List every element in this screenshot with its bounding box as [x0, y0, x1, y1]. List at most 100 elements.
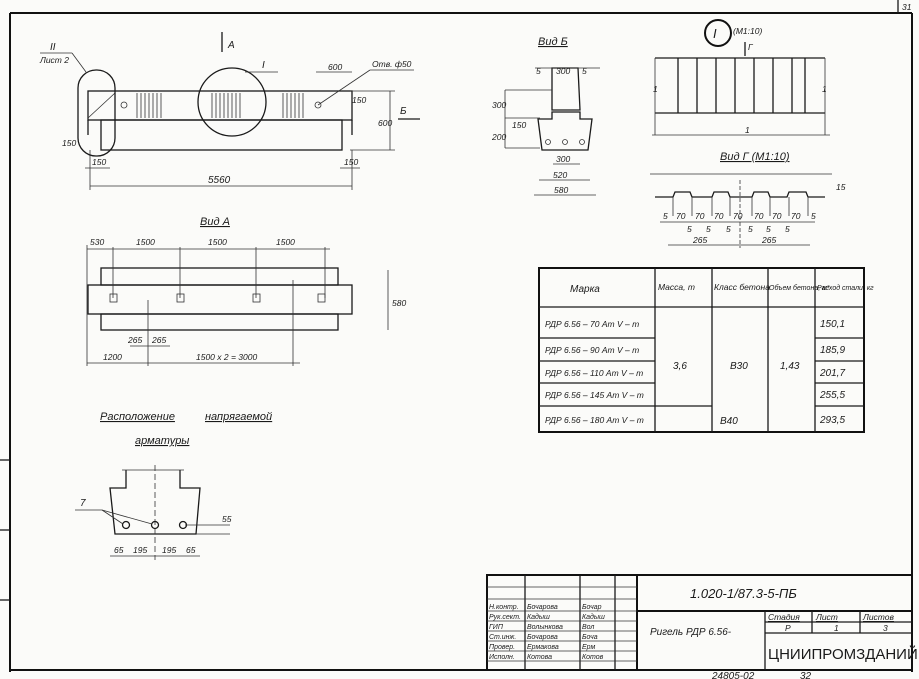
row-steel: 293,5 [819, 415, 845, 426]
dim: 600 [378, 118, 392, 128]
dim: 265 [127, 335, 142, 345]
mass-value: 3,6 [673, 361, 687, 372]
dim: 530 [90, 237, 104, 247]
row-mark: РДР 6.56 – 145 Ат V – т [545, 390, 644, 400]
signer-name: Котова [527, 654, 552, 661]
sheet-value: 1 [834, 623, 839, 633]
hole-note: Отв. ф50 [372, 59, 412, 69]
dim: 70 [714, 211, 724, 221]
hole-right [314, 101, 322, 109]
dim: 195 [162, 545, 176, 555]
section-mark: 1 [745, 125, 750, 135]
sheet-header: Лист [815, 612, 838, 622]
detail-i-circle [197, 67, 267, 137]
stage-value: Р [785, 623, 791, 633]
view-a-drawing [86, 245, 389, 366]
dim: 300 [492, 100, 506, 110]
dim: 55 [222, 514, 232, 524]
spec-table [538, 267, 865, 433]
row-steel: 201,7 [819, 368, 845, 379]
dim: 5 [785, 224, 790, 234]
section-mark: 1 [822, 84, 827, 94]
dim: 150 [352, 95, 366, 105]
dim: 1500 [136, 237, 155, 247]
dim: 5 [536, 66, 541, 76]
dim: 5 [726, 224, 731, 234]
view-g-title: Вид Г (М1:10) [720, 151, 790, 163]
callout-i: I [262, 60, 265, 71]
dim: 150 [92, 157, 106, 167]
signature: Бочар [582, 604, 602, 611]
doc-code: 1.020-1/87.3-5-ПБ [690, 586, 797, 601]
dim: 150 [62, 138, 76, 148]
signature: Боча [582, 634, 598, 641]
signer-name: Волынкова [527, 624, 563, 631]
dim: 265 [761, 235, 776, 245]
concrete-volume: 1,43 [780, 361, 800, 372]
row-mark: РДР 6.56 – 180 Ат V – т [545, 415, 644, 425]
view-a-arrow-label: А [227, 40, 235, 51]
signer-role: Ст.инж. [489, 634, 516, 641]
dim: 70 [754, 211, 764, 221]
signer-name: Ермакова [527, 644, 559, 651]
title-block [486, 574, 913, 671]
reinforcement-section [75, 465, 230, 560]
dim: 580 [392, 298, 406, 308]
signature: Кадыш [582, 613, 605, 621]
dim: 150 [344, 157, 358, 167]
overall-length-dim: 5560 [208, 175, 231, 186]
section-mark: 1 [653, 84, 658, 94]
callout-ii: II [50, 42, 56, 53]
dim: 520 [553, 170, 567, 180]
signer-role: Н.контр. [489, 604, 519, 611]
dim: 70 [676, 211, 686, 221]
signature: Вол [582, 624, 594, 631]
view-g-arrow: Г [748, 42, 754, 52]
dim: 265 [692, 235, 707, 245]
signer-role: Провер. [489, 644, 515, 651]
signer-name: Бочарова [527, 604, 558, 611]
view-b-title: Вид Б [538, 36, 568, 48]
dim: 5 [766, 224, 771, 234]
dim: 580 [554, 185, 568, 195]
sheets-header: Листов [862, 612, 895, 622]
detail-i-marker-label: I [713, 26, 717, 41]
detail-i-drawing [652, 42, 830, 136]
sheet-number: 31 [902, 2, 912, 12]
detail-i-scale: (М1:10) [733, 26, 762, 36]
dim: 5 [663, 211, 668, 221]
row-mark: РДР 6.56 – 70 Ат V – т [545, 319, 639, 329]
row-mark: РДР 6.56 – 90 Ат V – т [545, 345, 639, 355]
dim: 300 [556, 154, 570, 164]
row-steel: 185,9 [820, 345, 845, 356]
row-mark: РДР 6.56 – 110 Ат V – т [545, 368, 643, 378]
dim: 300 [556, 66, 570, 76]
dim: 70 [695, 211, 705, 221]
table-header-volume: Объем бетона, м³ [769, 284, 830, 292]
signer-name: Бочарова [527, 634, 558, 641]
sheets-value: 3 [883, 623, 888, 633]
dim: 200 [491, 132, 506, 142]
concrete-class-1: В30 [730, 361, 748, 372]
table-header-mass: Масса, т [658, 282, 695, 292]
dim: 1500 [208, 237, 227, 247]
reinforcement-title-1: Расположение [100, 411, 175, 423]
dim: 65 [186, 545, 196, 555]
dim: 1200 [103, 352, 122, 362]
dim: 5 [582, 66, 587, 76]
dim: 1500 x 2 = 3000 [196, 352, 257, 362]
archive-code: 24805-02 [711, 671, 755, 679]
dim: 5 [687, 224, 692, 234]
stage-header: Стадия [768, 612, 800, 622]
item-name: Ригель РДР 6.56- [650, 627, 732, 638]
view-b-section [504, 67, 600, 196]
dim: 265 [151, 335, 166, 345]
rebar-callout: 7 [80, 498, 86, 509]
concrete-class-2: В40 [720, 416, 738, 427]
hole-left [120, 101, 128, 109]
table-header-mark: Марка [570, 284, 600, 295]
row-steel: 255,5 [819, 390, 845, 401]
dim: 5 [811, 211, 816, 221]
